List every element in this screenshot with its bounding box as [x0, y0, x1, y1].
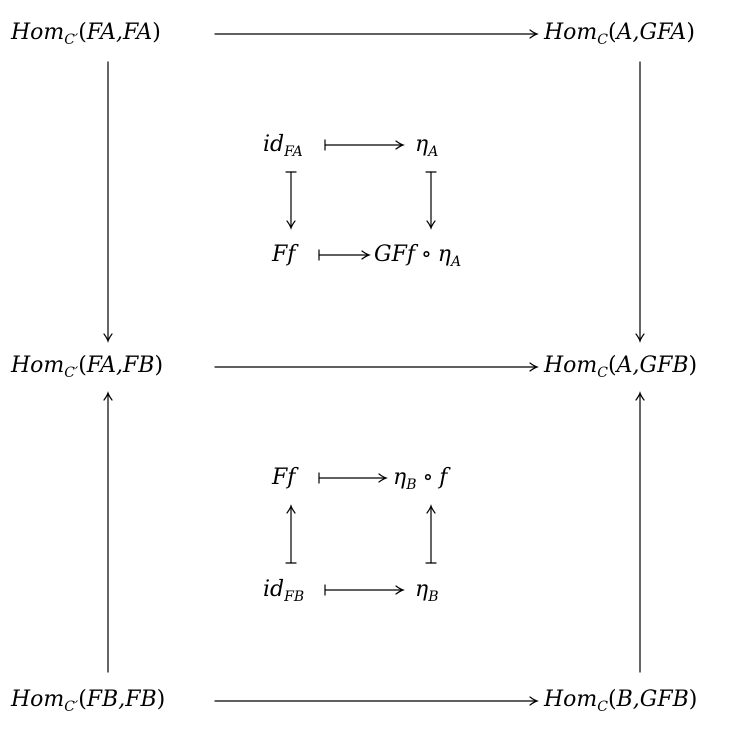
mapsto-upper-bottom: [318, 249, 371, 261]
node-hom-bot-left: HomC′(FB,FB): [11, 687, 166, 715]
arrow-left-up: [103, 391, 113, 673]
element-eta-b-f: ηB∘f: [393, 465, 448, 493]
arrow-right-up: [635, 391, 645, 673]
arrow-right-down: [635, 61, 645, 343]
element-ff-lower: Ff: [272, 465, 296, 490]
arrow-bottom: [214, 696, 539, 706]
mapsto-upper-right: [425, 171, 437, 230]
arrow-top: [214, 29, 539, 39]
mapsto-upper-top: [324, 139, 405, 151]
arrow-middle: [214, 362, 539, 372]
mapsto-lower-left: [285, 504, 297, 564]
element-eta-a: ηA: [415, 132, 439, 160]
element-eta-b: ηB: [415, 577, 439, 605]
arrow-left-down: [103, 61, 113, 343]
mapsto-lower-bottom: [324, 584, 405, 596]
node-hom-mid-left: HomC′(FA,FB): [11, 353, 164, 381]
element-id-fa: idFA: [263, 132, 303, 160]
element-ff-upper: Ff: [272, 242, 296, 267]
mapsto-lower-top: [318, 472, 388, 484]
mapsto-upper-left: [285, 171, 297, 230]
node-hom-top-left: HomC′(FA,FA): [11, 20, 161, 48]
element-gff-eta-a: GFf∘ηA: [374, 242, 462, 270]
element-id-fb: idFB: [263, 577, 305, 605]
node-hom-bot-right: HomC(B,GFB): [544, 687, 698, 715]
node-hom-mid-right: HomC(A,GFB): [544, 353, 698, 381]
mapsto-lower-right: [425, 504, 437, 564]
node-hom-top-right: HomC(A,GFA): [544, 20, 695, 48]
